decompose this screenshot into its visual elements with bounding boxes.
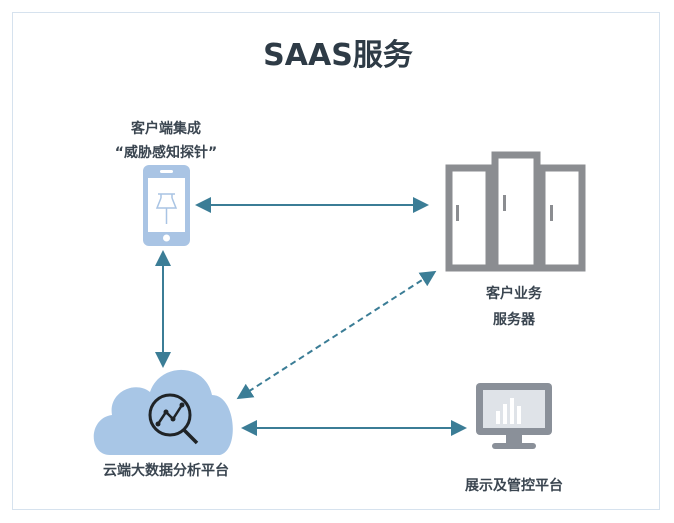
cloud-platform-label: 云端大数据分析平台	[103, 463, 229, 479]
arrow-cloud-server-dashed	[236, 270, 437, 400]
diagram-title: SAAS服务	[263, 38, 413, 73]
client-probe-label-1: 客户端集成	[131, 121, 201, 137]
diagram-frame	[12, 12, 660, 510]
monitor-dashboard-icon	[476, 383, 552, 449]
cloud-analytics-icon	[93, 369, 233, 455]
server-handles	[456, 195, 553, 221]
server-label-1: 客户业务	[486, 286, 542, 302]
management-platform-label: 展示及管控平台	[465, 478, 563, 494]
phone-probe-icon	[143, 165, 190, 246]
server-rack-icon	[445, 151, 586, 272]
server-label-2: 服务器	[493, 312, 535, 328]
client-probe-label-2: “威胁感知探针”	[114, 145, 218, 161]
